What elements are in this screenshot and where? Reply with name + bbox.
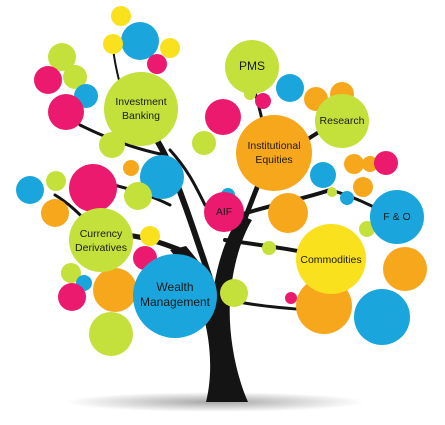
node-label-derivatives: Derivatives: [75, 242, 127, 254]
node-aif: AIF: [204, 192, 244, 232]
node-fo: F & O: [370, 190, 424, 244]
node-label-institutional: Institutional: [247, 140, 300, 152]
node-investment-banking: Investment Banking: [104, 72, 178, 146]
node-label-research: Research: [320, 115, 365, 127]
node-label-investment: Investment: [115, 96, 166, 108]
node-label-pms: PMS: [239, 59, 265, 73]
node-label-currency: Currency: [80, 228, 123, 240]
node-label-banking: Banking: [122, 110, 160, 122]
node-label-equities: Equities: [255, 154, 292, 166]
node-pms: PMS: [225, 40, 279, 94]
node-wealth-management: Wealth Management: [133, 254, 217, 338]
decorative-circles: [16, 6, 427, 356]
node-label-commodities: Commodities: [300, 254, 361, 266]
node-label-management: Management: [140, 295, 211, 309]
node-currency-derivatives: Currency Derivatives: [69, 208, 133, 272]
node-label-fo: F & O: [383, 211, 410, 223]
node-institutional-equities: Institutional Equities: [236, 115, 312, 191]
node-label-aif: AIF: [216, 206, 232, 218]
node-label-wealth: Wealth: [156, 280, 193, 294]
node-commodities: Commodities: [296, 224, 366, 294]
node-research: Research: [315, 94, 369, 148]
